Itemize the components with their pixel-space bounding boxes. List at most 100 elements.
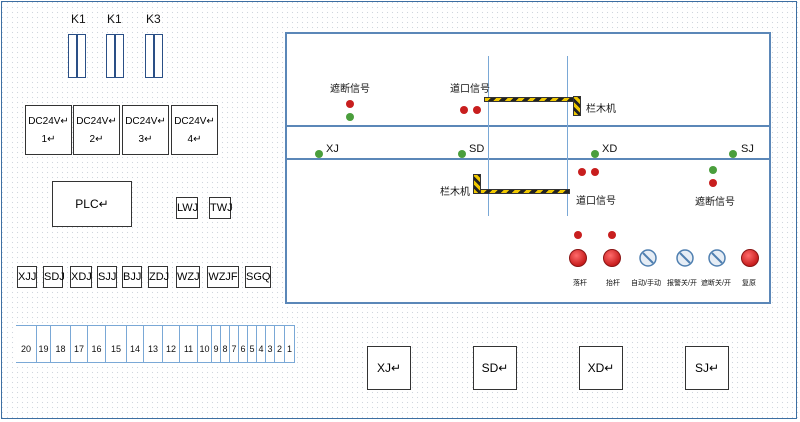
terminal-9[interactable]: 9 [212,325,221,363]
raise-indicator-lamp [608,231,616,239]
lower-barrier-label: 落杆 [573,280,587,287]
crossing-signal-lamp-bottom-1 [578,168,586,176]
lwj-relay[interactable]: LWJ [176,197,198,219]
terminal-label: 5 [249,344,255,354]
raise-barrier-label: 抬杆 [606,280,620,287]
track-lower [285,158,771,160]
terminal-20[interactable]: 20 [16,325,37,363]
control-panel [285,32,771,304]
terminal-label: 12 [165,344,176,354]
box-xd[interactable]: XD↵ [579,346,623,390]
terminal-label: 3 [267,344,273,354]
terminal-7[interactable]: 7 [230,325,239,363]
relay-bjj[interactable]: BJJ [122,266,142,288]
relay-zdj[interactable]: ZDJ [148,266,169,288]
relay-xdj[interactable]: XDJ [70,266,92,288]
track-sj-lamp [729,150,737,158]
breaker-k1-b-pole2[interactable] [115,34,124,78]
power-supply-number: 1↵ [41,134,56,145]
relay-sgq[interactable]: SGQ [245,266,271,288]
terminal-8[interactable]: 8 [221,325,230,363]
block-signal-red-lamp-bottom [709,179,717,187]
terminal-label: 6 [240,344,246,354]
relay-sdj[interactable]: SDJ [43,266,65,288]
track-label-xd: XD [602,143,618,155]
terminal-label: 15 [110,344,121,354]
terminal-label: 11 [183,344,194,354]
relay-wzj[interactable]: WZJ [176,266,200,288]
terminal-11[interactable]: 11 [180,325,198,363]
reset-button[interactable] [741,249,759,267]
breaker-k1-a-pole[interactable] [68,34,77,78]
power-supply-label: DC24V↵ [125,116,166,127]
terminal-5[interactable]: 5 [248,325,257,363]
auto-manual-switch[interactable] [639,249,657,267]
terminal-18[interactable]: 18 [51,325,71,363]
breaker-label-3: K3 [146,12,161,26]
terminal-12[interactable]: 12 [163,325,180,363]
terminal-17[interactable]: 17 [71,325,88,363]
track-upper [285,125,771,127]
box-sd[interactable]: SD↵ [473,346,517,390]
block-signal-green-lamp-top [346,113,354,121]
auto-manual-label: 自动/手动 [631,280,661,287]
crossing-signal-lamp-bottom-2 [591,168,599,176]
track-sd-lamp [458,150,466,158]
terminal-label: 19 [38,344,49,354]
breaker-k3-pole[interactable] [145,34,154,78]
terminal-1[interactable]: 1 [285,325,295,363]
terminal-label: 14 [129,344,140,354]
reset-label: 复原 [742,280,756,287]
plc-box[interactable]: PLC↵ [52,181,132,227]
box-xj[interactable]: XJ↵ [367,346,411,390]
terminal-19[interactable]: 19 [37,325,51,363]
breaker-k1-a-pole2[interactable] [77,34,86,78]
terminal-label: 18 [55,344,66,354]
terminal-label: 17 [73,344,84,354]
lower-indicator-lamp [574,231,582,239]
terminal-label: 8 [222,344,228,354]
terminal-label: 7 [231,344,237,354]
track-xj-lamp [315,150,323,158]
lower-barrier-button[interactable] [569,249,587,267]
relay-sjj[interactable]: SJJ [97,266,117,288]
terminal-6[interactable]: 6 [239,325,248,363]
breaker-k1-b-pole[interactable] [106,34,115,78]
terminal-3[interactable]: 3 [266,325,275,363]
terminal-15[interactable]: 15 [106,325,127,363]
terminal-label: 16 [91,344,102,354]
power-supply-2: DC24V↵ 2↵ [73,105,120,155]
terminal-2[interactable]: 2 [275,325,285,363]
track-xd-lamp [591,150,599,158]
power-supply-label: DC24V↵ [76,116,117,127]
terminal-14[interactable]: 14 [127,325,144,363]
track-label-sj: SJ [741,143,754,155]
terminal-13[interactable]: 13 [144,325,163,363]
relay-wzjf[interactable]: WZJF [207,266,239,288]
power-supply-3: DC24V↵ 3↵ [122,105,169,155]
block-signal-red-lamp-top [346,100,354,108]
block-switch[interactable] [708,249,726,267]
box-sj[interactable]: SJ↵ [685,346,729,390]
raise-barrier-button[interactable] [603,249,621,267]
barrier-label-bottom: 栏木机 [440,187,470,198]
crossing-signal-label-top: 道口信号 [450,84,490,95]
terminal-10[interactable]: 10 [198,325,212,363]
terminal-label: 2 [276,344,282,354]
relay-xjj[interactable]: XJJ [17,266,37,288]
block-signal-green-lamp-bottom [709,166,717,174]
twj-relay[interactable]: TWJ [209,197,233,219]
terminal-4[interactable]: 4 [257,325,266,363]
terminal-16[interactable]: 16 [88,325,106,363]
breaker-k3-pole2[interactable] [154,34,163,78]
crossing-line-left [488,56,489,216]
track-label-sd: SD [469,143,485,155]
breaker-label-2: K1 [107,12,122,26]
alarm-switch-label: 报警关/开 [667,280,697,287]
alarm-switch[interactable] [676,249,694,267]
terminal-label: 13 [147,344,158,354]
barrier-machine-bottom[interactable] [473,174,481,194]
power-supply-number: 3↵ [138,134,153,145]
barrier-machine-top[interactable] [573,96,581,116]
terminal-label: 4 [258,344,264,354]
